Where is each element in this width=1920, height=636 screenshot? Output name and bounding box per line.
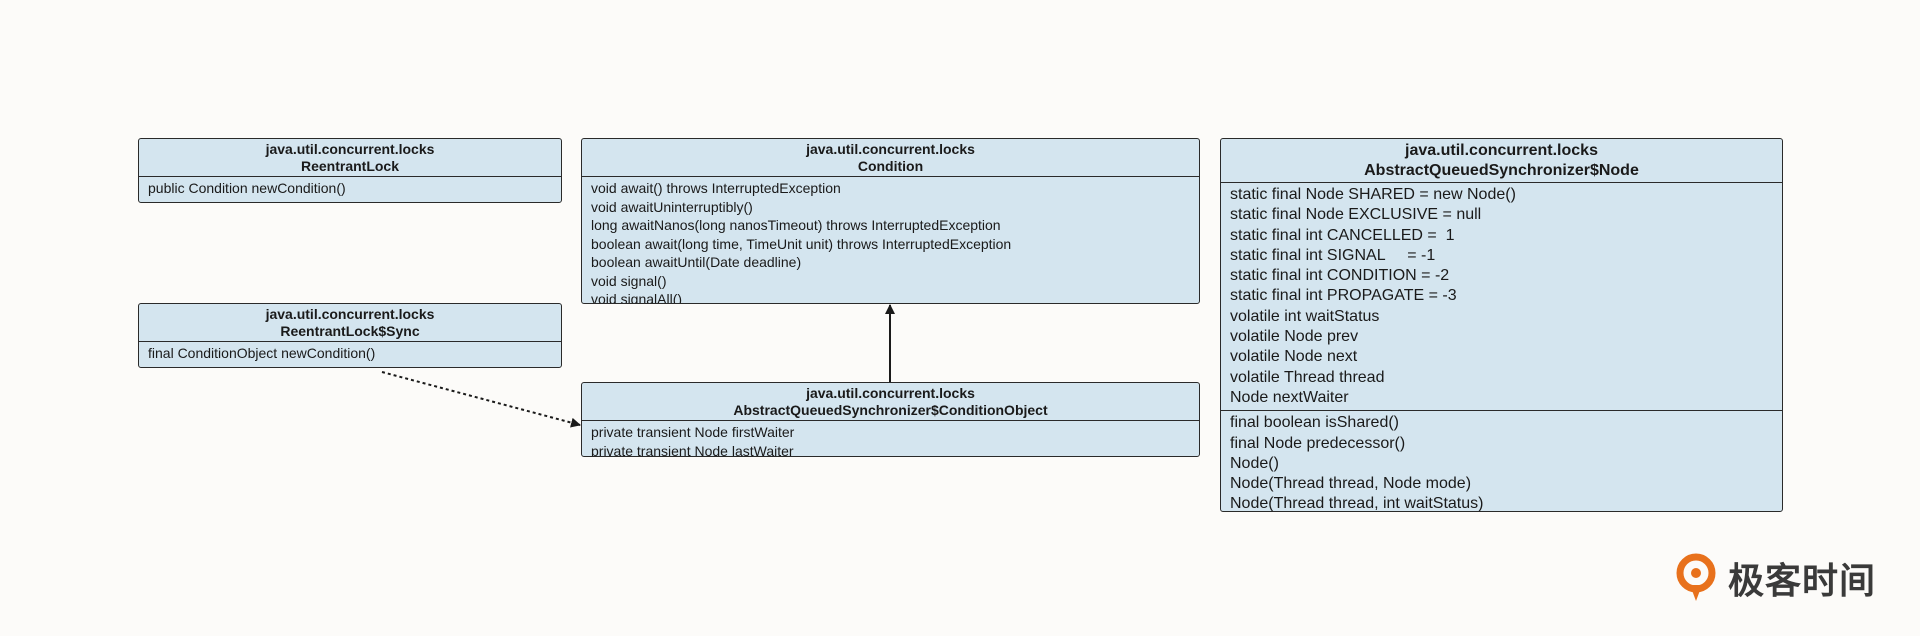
method-line: boolean awaitUntil(Date deadline) xyxy=(591,254,802,270)
method-line: long awaitNanos(long nanosTimeout) throw… xyxy=(591,217,1001,233)
field-line: private transient Node lastWaiter xyxy=(591,442,794,457)
method-line: void await() throws InterruptedException xyxy=(591,180,841,196)
class-header: java.util.concurrent.locks AbstractQueue… xyxy=(582,383,1199,421)
method-line: final Node predecessor() xyxy=(1230,434,1406,452)
field-line: static final int SIGNAL = -1 xyxy=(1230,246,1436,264)
field-line: static final Node SHARED = new Node() xyxy=(1230,186,1516,203)
class-name: ReentrantLock xyxy=(300,158,400,174)
class-box-reentrantlock-sync: java.util.concurrent.locks ReentrantLock… xyxy=(138,303,562,368)
field-line: static final int CANCELLED = 1 xyxy=(1230,226,1455,244)
method-line: void signal() xyxy=(591,272,667,289)
class-name: ReentrantLock$Sync xyxy=(280,323,420,339)
method-line: Node() xyxy=(1230,454,1279,472)
class-package: java.util.concurrent.locks xyxy=(806,141,975,157)
field-line: volatile Node prev xyxy=(1230,328,1359,346)
method-line: void signalAll() xyxy=(591,291,683,304)
class-box-condition: java.util.concurrent.locks Condition voi… xyxy=(581,138,1200,304)
class-header: java.util.concurrent.locks AbstractQueue… xyxy=(1221,139,1782,183)
class-box-condition-object: java.util.concurrent.locks AbstractQueue… xyxy=(581,382,1200,457)
methods-section: public Condition newCondition() xyxy=(139,177,561,199)
method-line: final boolean isShared() xyxy=(1230,414,1399,432)
methods-section: void await() throws InterruptedException… xyxy=(582,177,1199,304)
class-name: AbstractQueuedSynchronizer$ConditionObje… xyxy=(733,402,1048,418)
class-header: java.util.concurrent.locks Condition xyxy=(582,139,1199,177)
field-line: static final int PROPAGATE = -3 xyxy=(1230,287,1457,305)
field-line: volatile Thread thread xyxy=(1230,368,1385,386)
field-line: static final Node EXCLUSIVE = null xyxy=(1230,206,1482,224)
fields-section: private transient Node firstWaiter priva… xyxy=(582,421,1199,457)
field-line: volatile Node next xyxy=(1230,348,1358,366)
field-line: volatile int waitStatus xyxy=(1230,307,1380,325)
class-package: java.util.concurrent.locks xyxy=(265,141,435,157)
class-header: java.util.concurrent.locks ReentrantLock… xyxy=(139,304,561,342)
creates-dotted-arrow xyxy=(381,371,581,428)
class-header: java.util.concurrent.locks ReentrantLock xyxy=(139,139,561,177)
field-line: private transient Node firstWaiter xyxy=(591,424,795,440)
brand-text: 极客时间 xyxy=(1728,561,1877,602)
method-line: void awaitUninterruptibly() xyxy=(591,198,753,215)
field-line: static final int CONDITION = -2 xyxy=(1230,267,1450,285)
class-package: java.util.concurrent.locks xyxy=(806,385,975,401)
class-box-reentrantlock: java.util.concurrent.locks ReentrantLock… xyxy=(138,138,562,203)
brand-logo: 极客时间 xyxy=(1676,552,1876,604)
fields-section: static final Node SHARED = new Node() st… xyxy=(1221,183,1782,410)
methods-section: final ConditionObject newCondition() xyxy=(139,342,561,364)
geektime-logo-icon xyxy=(1676,553,1716,601)
class-package: java.util.concurrent.locks xyxy=(1405,142,1598,159)
class-name: Condition xyxy=(857,158,924,174)
method-line: Node(Thread thread, Node mode) xyxy=(1230,475,1472,493)
field-line: Node nextWaiter xyxy=(1230,388,1349,406)
method-line: Node(Thread thread, int waitStatus) xyxy=(1230,495,1484,512)
method-line: public Condition newCondition() xyxy=(148,180,346,196)
method-line: boolean await(long time, TimeUnit unit) … xyxy=(591,235,1012,252)
class-name: AbstractQueuedSynchronizer$Node xyxy=(1364,162,1639,179)
class-box-aqs-node: java.util.concurrent.locks AbstractQueue… xyxy=(1220,138,1783,512)
method-line: final ConditionObject newCondition() xyxy=(148,345,376,361)
class-package: java.util.concurrent.locks xyxy=(265,306,435,322)
methods-section: final boolean isShared() final Node pred… xyxy=(1221,410,1782,512)
